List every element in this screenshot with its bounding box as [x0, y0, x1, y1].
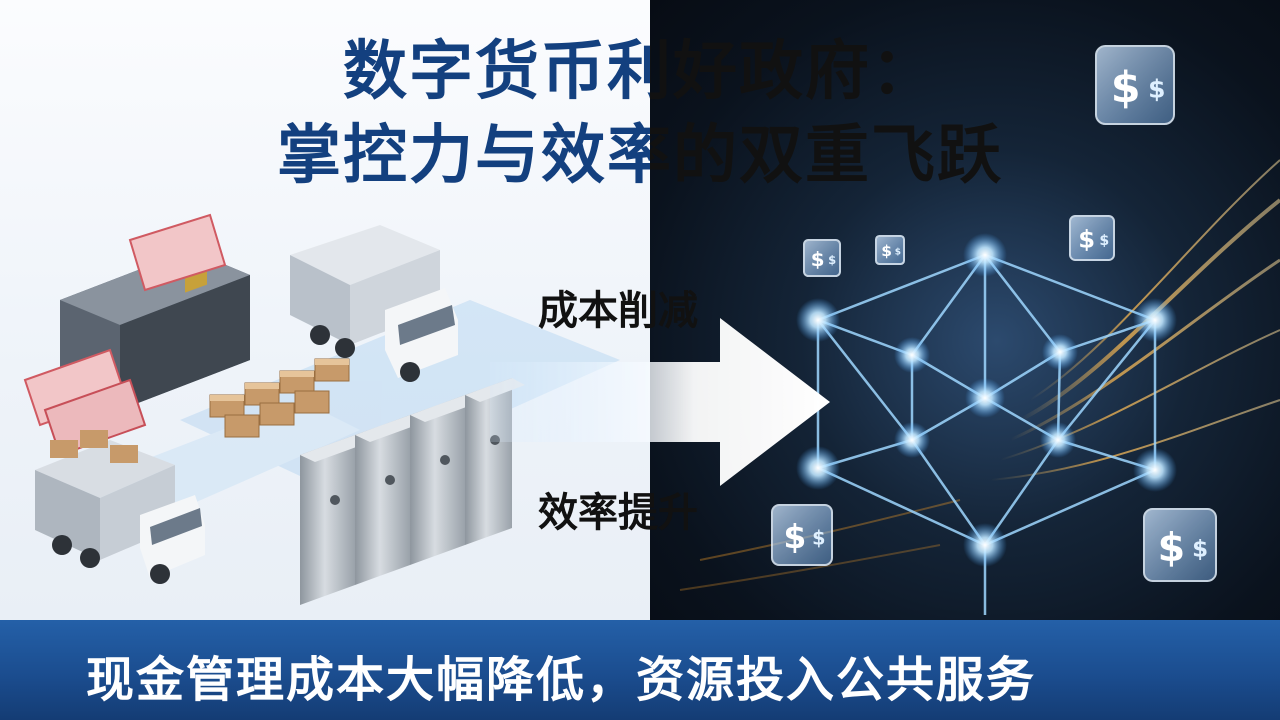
svg-text:$: $: [783, 517, 806, 556]
digital-dollar-cube-icon: $$: [803, 239, 841, 277]
cost-reduction-label: 成本削减: [538, 288, 698, 334]
bottom-banner: [0, 620, 1280, 720]
title-line-2: 掌控力与效率的双重飞跃: [0, 114, 1280, 198]
digital-dollar-cube-icon: $$: [1069, 215, 1115, 261]
banner-text: 现金管理成本大幅降低，资源投入公共服务: [86, 652, 1037, 708]
data-stream: [679, 159, 1280, 591]
cargo-truck-icon: [290, 225, 458, 382]
digital-dollar-cube-icon: $$: [1143, 508, 1217, 582]
digital-dollar-cube-icon: $$$$$$$$$$$$: [771, 45, 1217, 582]
cash-stack-icon: [209, 358, 350, 438]
svg-text:$: $: [1099, 233, 1109, 249]
digital-dollar-cube-icon: $$: [1095, 45, 1175, 125]
arrow-right-icon: [490, 318, 830, 486]
digital-dollar-cube-icon: $$: [875, 235, 905, 265]
svg-text:$: $: [828, 253, 836, 267]
svg-text:$: $: [1158, 525, 1186, 571]
cargo-truck-icon: [35, 430, 205, 584]
blockchain-network-icon: [816, 253, 1157, 615]
title-line-2-text: 掌控力与效率的双重飞跃: [0, 114, 1280, 198]
svg-text:$: $: [1148, 74, 1165, 103]
svg-text:$: $: [895, 247, 901, 257]
title-line-1: 数字货币利好政府：: [0, 30, 1280, 114]
title-line-1-text: 数字货币利好政府：: [0, 30, 1280, 114]
network-nodes: [796, 233, 1177, 567]
money-printer-icon: [23, 213, 250, 457]
illustration: $$$$$$$$$$$$: [23, 45, 1280, 615]
digital-dollar-cube-icon: $$: [771, 504, 833, 566]
efficiency-label: 效率提升: [538, 490, 698, 536]
page-title: 数字货币利好政府： 掌控力与效率的双重飞跃: [0, 30, 1280, 198]
svg-text:$: $: [1111, 63, 1141, 113]
svg-text:$: $: [1192, 537, 1208, 563]
svg-text:$: $: [811, 248, 825, 271]
svg-text:$: $: [881, 242, 892, 260]
svg-text:$: $: [1078, 226, 1095, 254]
svg-text:$: $: [812, 527, 825, 550]
